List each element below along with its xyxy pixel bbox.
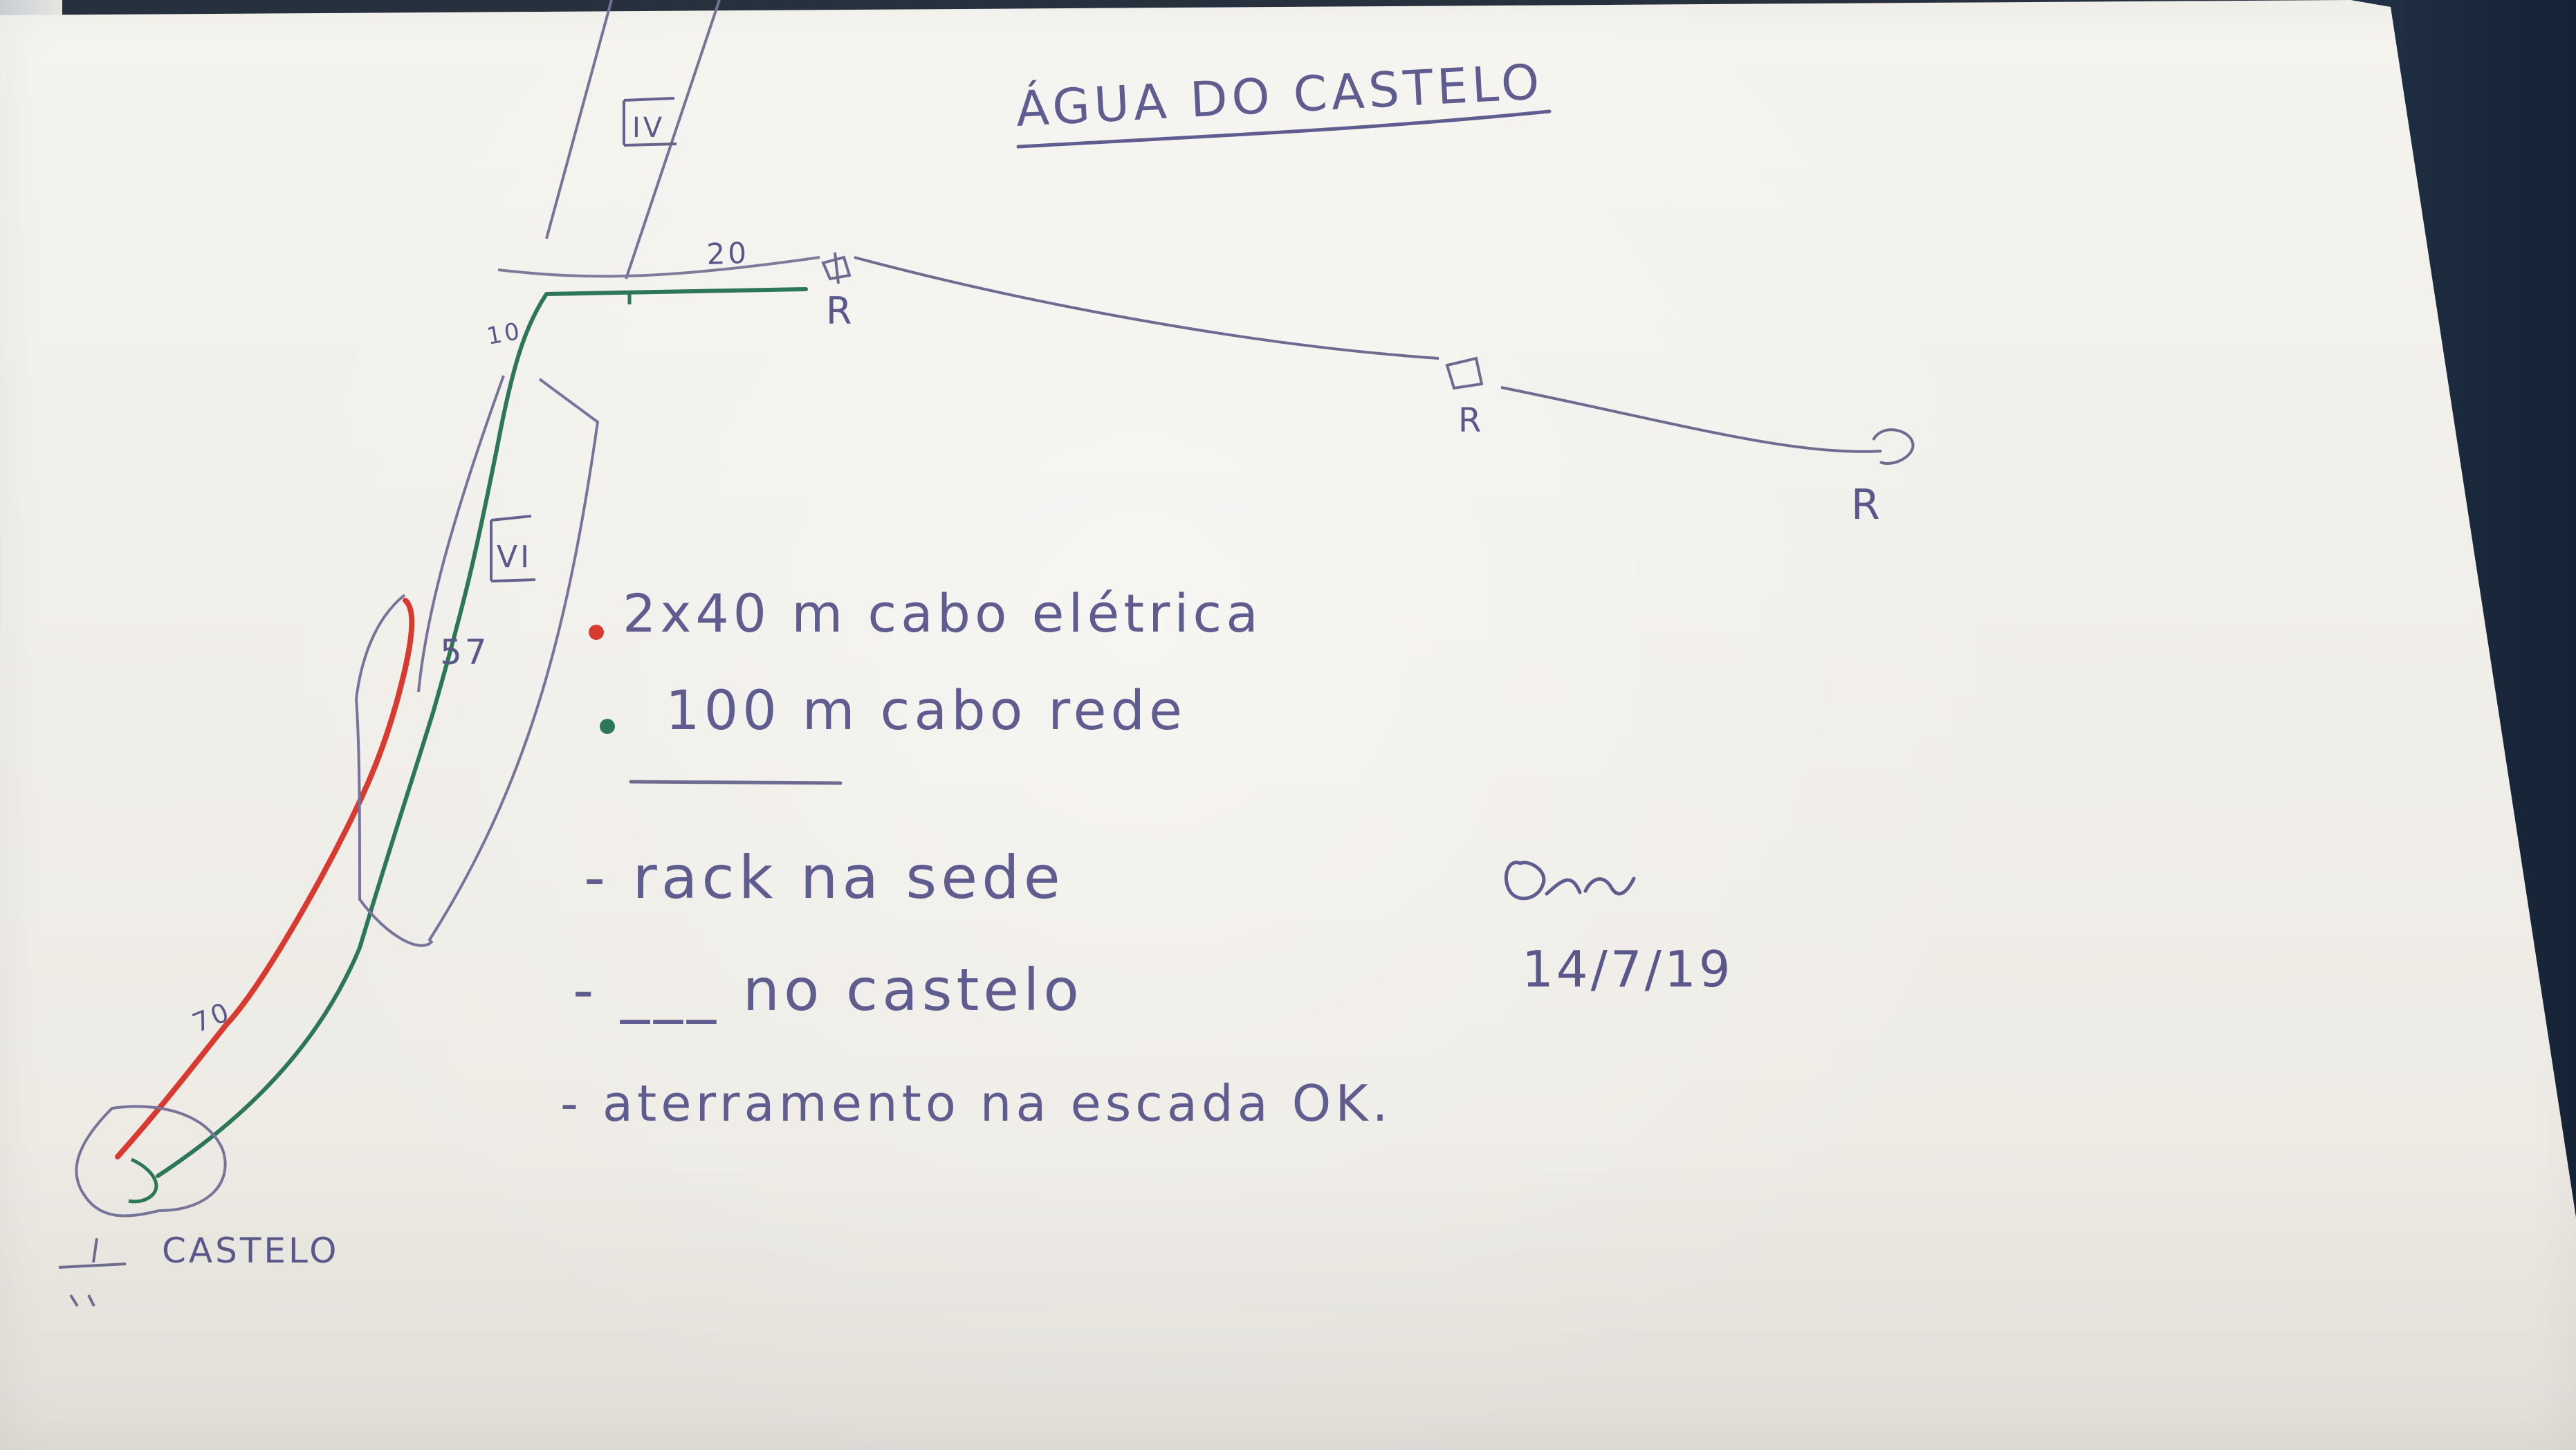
ground-symbol (58, 1238, 127, 1307)
note-castelo: - ___ no castelo (573, 956, 1083, 1024)
note-aterramento: - aterramento na escada OK. (560, 1074, 1392, 1132)
note-rack-na-sede: - rack na sede (584, 843, 1065, 912)
distance-70-label: 70 (188, 995, 236, 1038)
distance-57-label: 57 (440, 632, 490, 672)
castelo-device-outline (128, 1157, 158, 1204)
title-text: ÁGUA DO CASTELO (1015, 53, 1545, 138)
legend-green-dot (600, 719, 615, 734)
repeater-label-1: R (826, 289, 855, 333)
legend-red-text: 2x40 m cabo elétrica (623, 582, 1262, 644)
section-vi-boundary (354, 594, 434, 947)
repeater-label-3: R (1851, 481, 1883, 529)
section-vi-right-edge (427, 378, 600, 942)
castelo-label: CASTELO (162, 1231, 339, 1271)
section-vi-left-edge (417, 375, 505, 692)
repeater-icon-3 (1872, 428, 1915, 465)
road-left-edge (545, 0, 613, 239)
section-iv-label: IV (632, 112, 665, 144)
legend-red-dot (589, 625, 604, 640)
legend-green-text: 100 m cabo rede (665, 680, 1186, 742)
section-vi-box (490, 515, 536, 582)
legend-separator (629, 780, 843, 785)
section-vi-label: VI (497, 540, 532, 575)
signature-date: 14/7/19 (1522, 940, 1733, 998)
castelo-boundary (75, 1105, 227, 1218)
repeater-icon-2 (1445, 356, 1484, 390)
repeater-line-2 (1500, 386, 1882, 453)
repeater-icon-1 (821, 252, 852, 284)
network-cable-green (156, 287, 808, 1178)
repeater-label-2: R (1458, 401, 1484, 440)
section-iv-box (623, 97, 677, 147)
electric-cable-red (115, 598, 415, 1159)
road-right-edge (625, 0, 721, 279)
top-road-edge (497, 256, 820, 278)
signature-mark (1504, 861, 1636, 901)
distance-10-label: 10 (485, 318, 524, 351)
repeater-line-1 (854, 256, 1439, 360)
distance-20-label: 20 (706, 236, 750, 271)
title-underline (1016, 109, 1552, 149)
